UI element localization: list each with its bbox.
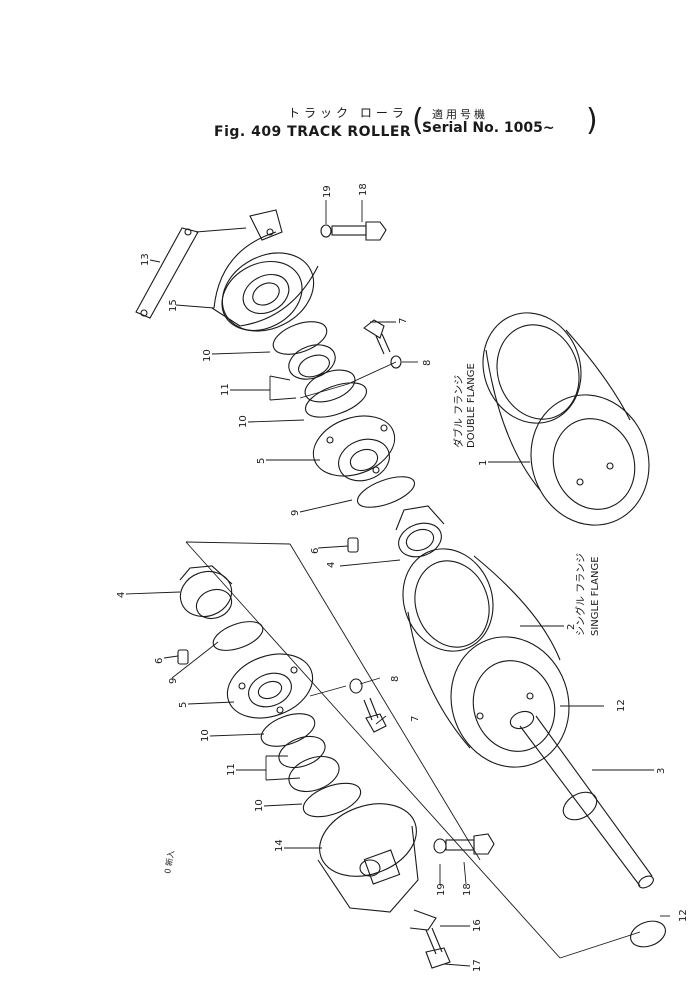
callout-labels: 19 18 13 15 7 8 10 11 10 5 9 6 4 1 2 4 6…	[116, 183, 689, 972]
flange-labels: ダブル フランジ DOUBLE FLANGE シングル フランジ SINGLE …	[162, 363, 601, 874]
paren-close: )	[586, 103, 598, 138]
callout-4-lower: 4	[116, 592, 127, 598]
part-1-double-flange-roller	[482, 312, 650, 526]
part-18-bolt-lower	[433, 833, 495, 855]
part-12-ring-lower	[630, 920, 666, 948]
callout-3: 3	[656, 768, 667, 774]
callout-7-lower: 7	[410, 716, 421, 722]
paren-open: (	[412, 103, 424, 138]
callout-6-lower: 6	[154, 658, 165, 664]
part-18-bolt-upper	[320, 221, 387, 241]
part-6-pin-lower	[177, 649, 189, 665]
callout-12-upper: 12	[616, 699, 627, 712]
part-14-end-cap-lower	[317, 803, 419, 913]
single-flange-jp-label: シングル フランジ	[574, 553, 587, 636]
double-flange-jp-label: ダブル フランジ	[452, 375, 465, 448]
part-16-clip	[409, 909, 437, 931]
callout-12-lower: 12	[678, 909, 689, 922]
callout-5-lower: 5	[178, 702, 189, 708]
callout-5-upper: 5	[256, 458, 267, 464]
single-flange-label: SINGLE FLANGE	[590, 556, 601, 636]
serial-japanese: 適用号機	[432, 108, 488, 121]
callout-9-upper: 9	[290, 510, 301, 516]
callout-18-upper: 18	[358, 183, 369, 196]
callout-19-lower: 19	[436, 883, 447, 896]
callout-8-upper: 8	[422, 360, 433, 366]
callout-4-upper: 4	[326, 562, 337, 568]
callout-10-lower-a: 10	[200, 729, 211, 742]
part-17-plug	[425, 927, 451, 969]
part-5-collar-lower	[226, 653, 314, 719]
callout-6-upper: 6	[310, 548, 321, 554]
part-5-collar-upper	[312, 415, 396, 482]
part-4-bushing-lower	[179, 565, 233, 620]
callout-19-upper: 19	[322, 185, 333, 198]
callout-9-lower: 9	[168, 678, 179, 684]
callout-7-upper: 7	[398, 318, 409, 324]
callout-11-upper: 11	[220, 383, 231, 396]
callout-10-upper-b: 10	[238, 415, 249, 428]
stamp-mark: 0 新入	[162, 849, 176, 874]
callout-16: 16	[472, 919, 483, 932]
callout-14: 14	[274, 839, 285, 852]
part-7-bolt-upper	[363, 319, 402, 369]
callout-10-upper-a: 10	[202, 349, 213, 362]
callout-10-lower-b: 10	[254, 799, 265, 812]
seal-group-upper	[272, 321, 367, 418]
callout-11-lower: 11	[226, 763, 237, 776]
part-13-bracket	[135, 227, 247, 319]
callout-17: 17	[472, 959, 483, 972]
serial-number: Serial No. 1005~	[422, 120, 555, 136]
part-15-end-cap-upper	[211, 209, 319, 332]
part-7-bolt-lower	[349, 678, 387, 733]
figure-title: Fig. 409 TRACK ROLLER	[214, 124, 412, 140]
callout-1: 1	[478, 460, 489, 466]
leader-lines	[125, 200, 670, 967]
part-4-bushing-upper	[347, 505, 445, 558]
part-2-single-flange-roller	[402, 548, 570, 768]
callout-15: 15	[168, 299, 179, 312]
double-flange-label: DOUBLE FLANGE	[466, 363, 477, 448]
part-3-shaft	[519, 715, 654, 889]
seal-group-lower	[260, 713, 362, 818]
title-japanese: トラック ローラ	[288, 106, 408, 120]
callout-2: 2	[566, 624, 577, 630]
callout-13: 13	[140, 253, 151, 266]
part-9-o-ring-upper	[356, 476, 416, 508]
assembly-guide-lines	[185, 361, 641, 959]
callout-18-lower: 18	[462, 883, 473, 896]
callout-8-lower: 8	[390, 676, 401, 682]
